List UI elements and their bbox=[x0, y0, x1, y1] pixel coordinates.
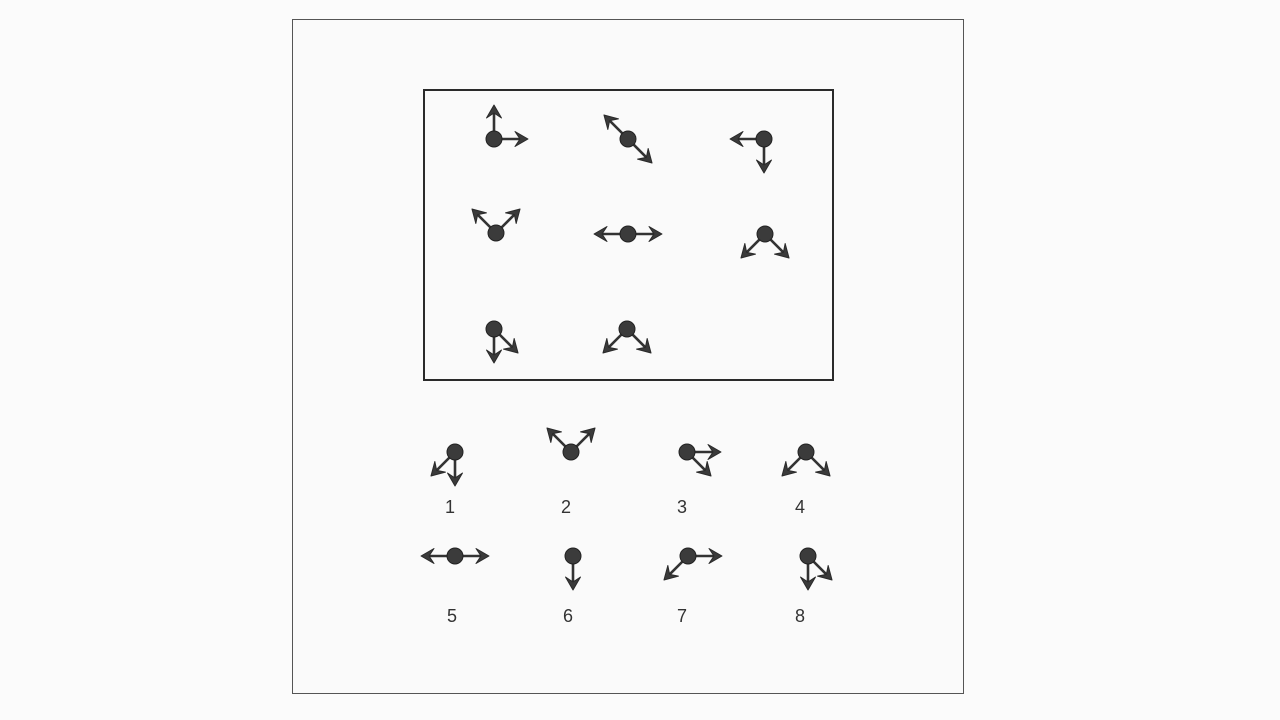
option-glyph-5 bbox=[420, 547, 490, 565]
option-glyph-8 bbox=[799, 547, 833, 591]
option-label-3[interactable]: 3 bbox=[676, 497, 687, 517]
dot-icon bbox=[619, 130, 637, 148]
matrix-cell-r3c1 bbox=[485, 320, 519, 364]
option-label-6[interactable]: 6 bbox=[562, 606, 573, 626]
dot-icon bbox=[562, 443, 580, 461]
dot-icon bbox=[618, 320, 636, 338]
matrix-cell-r3c2 bbox=[602, 320, 652, 354]
option-glyph-4 bbox=[781, 443, 831, 477]
option-label-5[interactable]: 5 bbox=[446, 606, 457, 626]
dot-icon bbox=[446, 443, 464, 461]
matrix-cell-r2c1 bbox=[471, 208, 521, 242]
dot-icon bbox=[679, 547, 697, 565]
option-label-7[interactable]: 7 bbox=[676, 606, 687, 626]
dot-icon bbox=[446, 547, 464, 565]
dot-icon bbox=[487, 224, 505, 242]
dot-icon bbox=[678, 443, 696, 461]
dot-icon bbox=[797, 443, 815, 461]
matrix-cell-r1c2 bbox=[603, 114, 653, 164]
dot-icon bbox=[799, 547, 817, 565]
matrix-cell-r2c2 bbox=[593, 225, 663, 243]
option-glyph-7 bbox=[663, 547, 723, 581]
matrix-frame bbox=[423, 89, 834, 381]
option-label-4[interactable]: 4 bbox=[794, 497, 805, 517]
matrix-cell-r1c3 bbox=[729, 130, 773, 174]
option-label-1[interactable]: 1 bbox=[444, 497, 455, 517]
dot-icon bbox=[485, 320, 503, 338]
dot-icon bbox=[485, 130, 503, 148]
option-label-8[interactable]: 8 bbox=[794, 606, 805, 626]
option-glyph-1 bbox=[430, 443, 464, 487]
dot-icon bbox=[756, 225, 774, 243]
matrix-cell-r2c3 bbox=[740, 225, 790, 259]
option-glyph-3 bbox=[678, 443, 722, 477]
option-glyph-6 bbox=[564, 547, 582, 591]
dot-icon bbox=[619, 225, 637, 243]
matrix-cell-r1c1 bbox=[485, 104, 529, 148]
dot-icon bbox=[755, 130, 773, 148]
option-glyph-2 bbox=[546, 427, 596, 461]
dot-icon bbox=[564, 547, 582, 565]
option-label-2[interactable]: 2 bbox=[560, 497, 571, 517]
